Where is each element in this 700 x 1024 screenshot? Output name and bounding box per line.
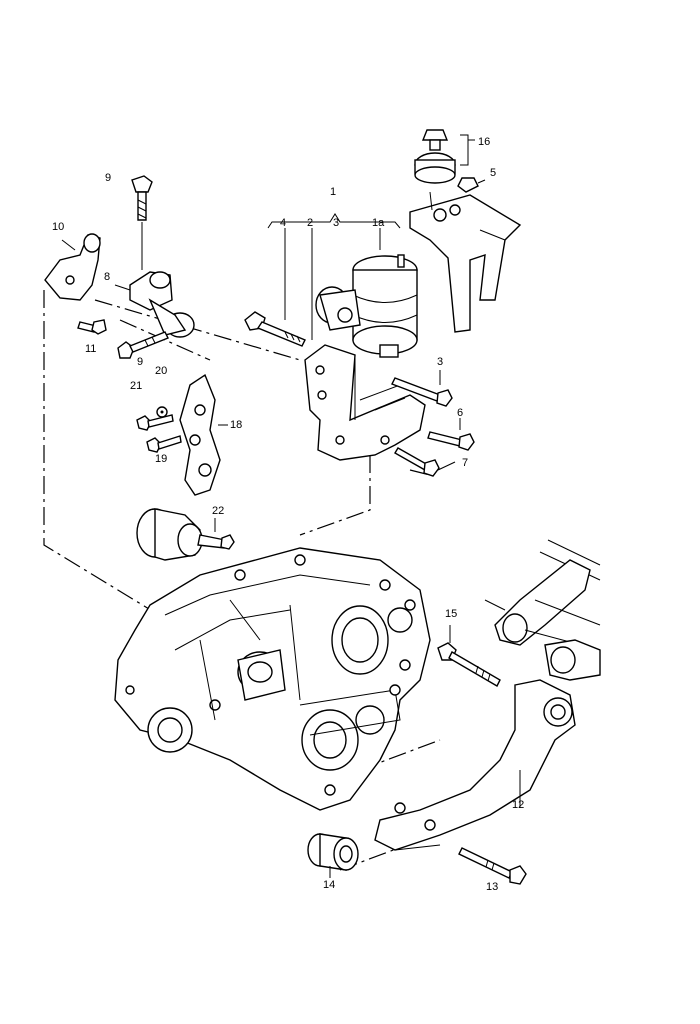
subframe	[484, 539, 601, 681]
callout-22: 22	[212, 505, 224, 517]
washer-20	[156, 406, 168, 418]
callout-16: 16	[478, 136, 490, 148]
bolt-15	[437, 625, 501, 687]
callout-2: 2	[307, 217, 313, 229]
callout-4: 4	[280, 217, 286, 229]
bolt-13	[458, 847, 527, 885]
callout-7: 7	[462, 457, 468, 469]
callout-18: 18	[230, 419, 242, 431]
bolt-6	[427, 418, 475, 451]
callout-20: 20	[155, 365, 167, 377]
bracket-18	[179, 373, 228, 496]
callout-15: 15	[445, 608, 457, 620]
upper-bracket	[409, 191, 522, 333]
callout-labels: 1 4 2 3 1a 16 5 9 10 8 11 9 20 21 18 19 …	[52, 136, 524, 893]
bolt-11	[77, 319, 107, 335]
callout-1a: 1a	[372, 217, 385, 229]
flange-22	[136, 508, 235, 561]
callout-9-top: 9	[105, 172, 111, 184]
callout-13: 13	[486, 881, 498, 893]
bushing-14	[307, 833, 359, 878]
callout-9-bottom: 9	[137, 356, 143, 368]
callout-19: 19	[155, 453, 167, 465]
bolt-19	[146, 435, 182, 453]
top-mount-nut-5	[457, 177, 486, 193]
callout-12: 12	[512, 799, 524, 811]
bolt-3	[391, 370, 453, 407]
callout-5: 5	[490, 167, 496, 179]
bolt-7	[394, 447, 456, 477]
bolt-21	[136, 414, 174, 431]
torque-arm-12	[374, 679, 576, 851]
callout-10: 10	[52, 221, 64, 233]
callout-21: 21	[130, 380, 142, 392]
callout-6: 6	[457, 407, 463, 419]
hydraulic-mount-1a	[315, 254, 418, 358]
callout-14: 14	[323, 879, 335, 891]
callout-8: 8	[104, 271, 110, 283]
callout-1: 1	[330, 186, 336, 198]
bolt-9-bottom	[117, 331, 169, 359]
callout-11: 11	[85, 343, 96, 355]
mount-bracket-2	[304, 344, 426, 461]
bolt-9-top	[131, 175, 153, 270]
callout-1-brace	[267, 213, 401, 340]
bolt-4	[244, 311, 306, 347]
callout-3: 3	[333, 217, 339, 229]
mount-block-8	[114, 271, 195, 338]
bracket-10	[44, 233, 101, 301]
callout-3-bolt: 3	[437, 356, 443, 368]
top-mount-cap	[414, 129, 475, 184]
gearbox-housing	[114, 547, 431, 811]
